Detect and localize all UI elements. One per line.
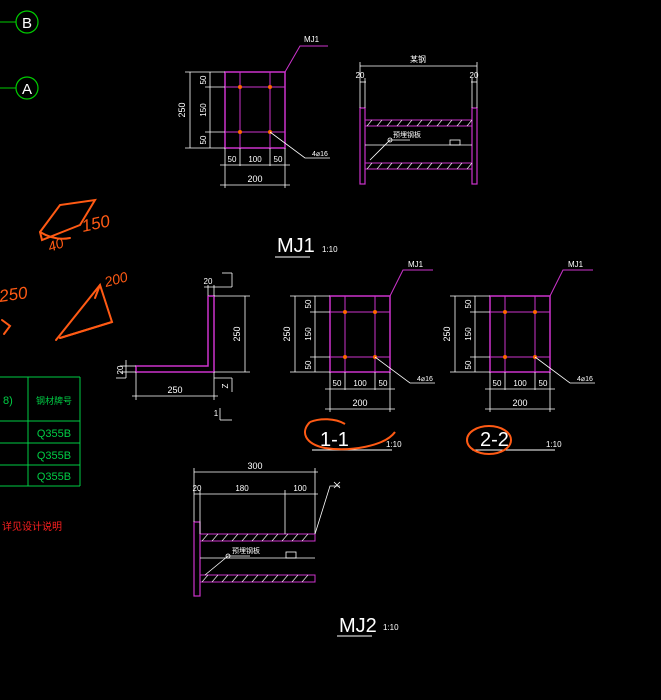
section-2-2-dim-top: 50 <box>464 299 473 308</box>
mj1-section-note: 预埋钢板 <box>393 130 421 139</box>
angle-section-mark: 1 <box>214 409 219 418</box>
mj1-plan-dim-b-left: 50 <box>228 155 237 164</box>
section-1-1-dim-b-left: 50 <box>333 379 342 388</box>
mj2-section: 预埋钢板 300 20 180 100 <box>193 461 341 597</box>
grid-axis-a-label: A <box>22 81 32 98</box>
mj2-dim-c: 100 <box>293 484 307 493</box>
section-2-2-dim-total: 250 <box>442 326 452 341</box>
handwriting-150: 150 <box>80 211 112 236</box>
mj2-dim-b: 180 <box>235 484 249 493</box>
section-2-2-rebar-label: 4⌀16 <box>577 376 593 383</box>
mj1-plan-dim-total: 250 <box>177 102 187 117</box>
mj1-section-dim-left: 20 <box>356 71 365 80</box>
section-1-1-rebar-label: 4⌀16 <box>417 376 433 383</box>
grid-axis-b: B <box>0 10 39 34</box>
mj1-section: 预埋钢板 某钢 20 20 <box>356 54 479 185</box>
section-1-1-dim-mid: 150 <box>304 327 313 341</box>
handwriting-250: 250 <box>0 283 29 306</box>
mj2-dim-total: 300 <box>247 461 262 471</box>
handwritten-annotations: 150 40 250 200 <box>0 198 130 341</box>
mj1-plan-dim-mid: 150 <box>199 103 208 117</box>
angle-dim-right-small: Z <box>221 383 230 388</box>
mj1-title-block: MJ1 1:10 <box>275 235 338 258</box>
angle-dim-bottom: 250 <box>167 385 182 395</box>
mj1-section-dim-top: 某钢 <box>410 54 426 64</box>
mj1-plan-tag: MJ1 <box>304 35 320 44</box>
section-1-1-dim-b-right: 50 <box>379 379 388 388</box>
handwriting-40: 40 <box>46 234 66 254</box>
mj1-title: MJ1 <box>277 235 315 257</box>
section-1-1-title-block: 1-1 1:10 <box>304 418 402 451</box>
mj1-plan-dim-bottom: 50 <box>199 135 208 144</box>
mj1-plan-dim-b-total: 200 <box>247 174 262 184</box>
mj1-plan-dim-b-right: 50 <box>274 155 283 164</box>
angle-section: 20 250 20 250 Z 1 <box>116 272 250 421</box>
section-2-2-plan: MJ1 4⌀16 250 50 150 50 50 100 50 200 <box>442 260 595 412</box>
section-1-1-plan: MJ1 4⌀16 250 50 150 50 50 100 50 200 <box>282 260 435 412</box>
section-2-2-dim-b-total: 200 <box>512 398 527 408</box>
mj1-plan-dim-top: 50 <box>199 75 208 84</box>
mj1-scale: 1:10 <box>322 245 338 254</box>
table-header: 钢材牌号 <box>36 395 72 406</box>
angle-dim-vertical: 250 <box>232 326 242 341</box>
steel-grade-table <box>0 376 81 487</box>
angle-dim-top: 20 <box>204 277 213 286</box>
section-2-2-title-block: 2-2 1:10 <box>466 425 562 455</box>
section-1-1-dim-total: 250 <box>282 326 292 341</box>
section-1-1-dim-b-total: 200 <box>352 398 367 408</box>
section-2-2-dim-b-mid: 100 <box>513 379 527 388</box>
mj2-title-block: MJ2 1:10 <box>337 615 399 637</box>
table-row-1: Q355B <box>37 428 71 440</box>
mj2-dim-a: 20 <box>193 484 202 493</box>
mj2-scale: 1:10 <box>383 623 399 632</box>
angle-dim-left-thk: 20 <box>116 365 125 374</box>
section-2-2-dim-bottom: 50 <box>464 360 473 369</box>
section-1-1-dim-bottom: 50 <box>304 360 313 369</box>
section-2-2-title: 2-2 <box>480 429 509 451</box>
mj2-title: MJ2 <box>339 615 377 637</box>
mj1-plan-dim-b-mid: 100 <box>248 155 262 164</box>
mj2-section-note: 预埋钢板 <box>232 546 260 555</box>
table-header-partial: 8) <box>3 395 13 407</box>
section-1-1-tag: MJ1 <box>408 260 424 269</box>
section-1-1-dim-b-mid: 100 <box>353 379 367 388</box>
section-2-2-dim-b-left: 50 <box>493 379 502 388</box>
mj1-plan-rebar-label: 4⌀16 <box>312 151 328 158</box>
section-1-1-title: 1-1 <box>320 429 349 451</box>
handwriting-200: 200 <box>102 268 130 290</box>
section-2-2-dim-b-right: 50 <box>539 379 548 388</box>
table-row-2: Q355B <box>37 450 71 462</box>
design-note: 详见设计说明 <box>2 520 62 533</box>
mj1-section-dim-right: 20 <box>470 71 479 80</box>
mj1-plan: MJ1 4⌀16 250 50 150 50 50 100 50 200 <box>177 35 330 188</box>
section-1-1-scale: 1:10 <box>386 440 402 449</box>
table-row-3: Q355B <box>37 471 71 483</box>
section-1-1-dim-top: 50 <box>304 299 313 308</box>
grid-axis-a: A <box>0 76 39 100</box>
grid-axis-b-label: B <box>22 15 32 32</box>
section-2-2-tag: MJ1 <box>568 260 584 269</box>
section-2-2-dim-mid: 150 <box>464 327 473 341</box>
section-2-2-scale: 1:10 <box>546 440 562 449</box>
